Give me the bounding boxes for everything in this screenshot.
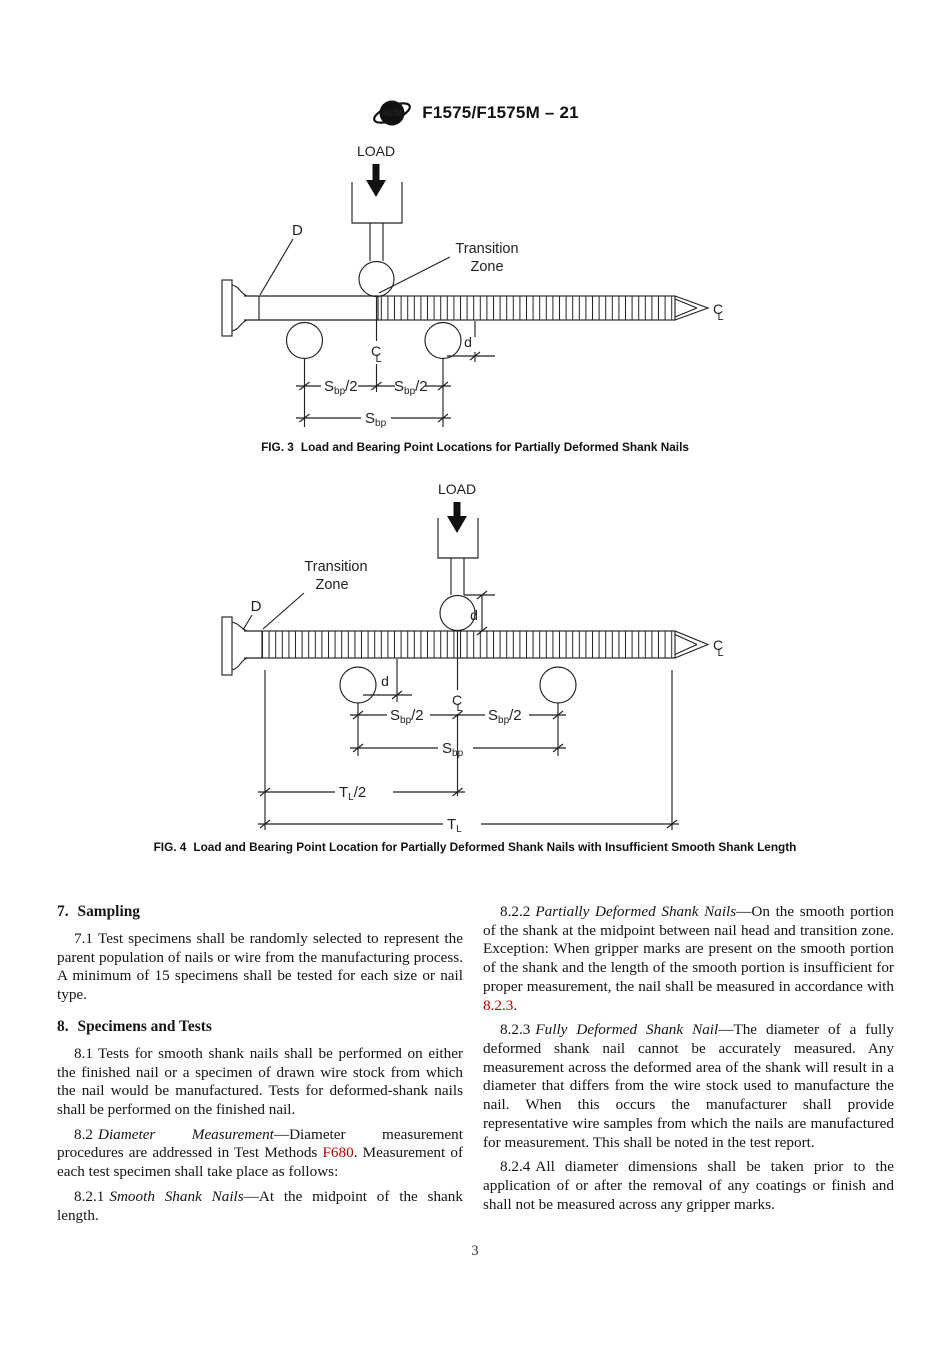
page-header: ASTM F1575/F1575M – 21: [0, 94, 950, 132]
fig4-centerline-symbol-tip: C L: [713, 637, 724, 659]
svg-text:C: C: [713, 301, 723, 317]
svg-text:L: L: [718, 311, 724, 323]
svg-text:Sbp/2: Sbp/2: [394, 378, 428, 397]
fig4-load-centerline: C L: [452, 631, 463, 796]
fig3-sbp-dimension: Sbp: [296, 410, 451, 429]
fig4-nail-deformed-shank: [261, 630, 676, 659]
astm-logo-icon: ASTM: [373, 100, 412, 126]
fig4-tl-dimension: TL: [258, 670, 679, 835]
svg-text:L: L: [457, 702, 463, 714]
fig4-load-d-dimension: d: [464, 590, 495, 636]
svg-text:Sbp: Sbp: [442, 740, 464, 759]
svg-text:Zone: Zone: [315, 577, 348, 593]
svg-text:d: d: [470, 607, 478, 623]
fig3-load-applicator: [351, 182, 403, 298]
fig3-sbp-half-dimensions: Sbp/2 Sbp/2: [296, 378, 451, 397]
fig3-d-leader-line: [259, 238, 294, 296]
fig4-load-label: LOAD: [438, 481, 476, 497]
fig3-nail-point: [674, 295, 710, 321]
standard-designation: F1575/F1575M – 21: [422, 103, 579, 122]
page-number: 3: [471, 1243, 479, 1259]
fig3-load-centerline: C L: [371, 297, 382, 392]
section-8-heading: 8.Specimens and Tests: [57, 1017, 212, 1035]
figure-3: LOAD C L D: [180, 140, 780, 440]
fig3-nail-head: [221, 279, 233, 337]
svg-text:TL/2: TL/2: [339, 784, 366, 803]
fig3-bearing-points: [285, 321, 462, 427]
fig4-nail: [221, 616, 710, 676]
svg-text:Sbp: Sbp: [365, 410, 387, 429]
fig3-nail-smooth-shank: [244, 295, 378, 321]
svg-text:L: L: [718, 647, 724, 659]
svg-text:Sbp/2: Sbp/2: [390, 707, 424, 726]
fig4-d-label: D: [251, 598, 262, 615]
svg-text:Transition: Transition: [455, 241, 518, 257]
fig3-nail: [221, 279, 710, 337]
svg-text:Zone: Zone: [470, 259, 503, 275]
svg-text:C: C: [713, 637, 723, 653]
fig4-nail-smooth-shank: [244, 630, 262, 659]
svg-text:TL: TL: [447, 816, 462, 835]
fig3-nail-deformed-shank: [377, 295, 676, 321]
svg-text:Sbp/2: Sbp/2: [324, 378, 358, 397]
figure-4: LOAD C L D: [180, 478, 780, 838]
fig4-transition-zone-label: Transition Zone: [304, 559, 367, 593]
svg-text:d: d: [464, 334, 472, 350]
svg-text:C: C: [371, 343, 381, 359]
fig4-transition-leader-line: [262, 592, 305, 630]
svg-text:L: L: [376, 353, 382, 365]
fig3-d-label: D: [292, 222, 303, 239]
section-7-heading: 7.Sampling: [57, 903, 140, 920]
svg-text:Transition: Transition: [304, 559, 367, 575]
fig3-d-dimension: d: [447, 321, 495, 362]
fig3-centerline-symbol-tip: C L: [713, 301, 724, 323]
svg-text:C: C: [452, 692, 462, 708]
fig4-sbp-dimension: Sbp: [350, 740, 566, 759]
svg-text:Sbp/2: Sbp/2: [488, 707, 522, 726]
fig4-bearing-points: [339, 666, 577, 756]
fig4-bearing-d-dimension: d: [363, 659, 412, 702]
fig3-transition-leader-line: [378, 256, 451, 294]
fig3-transition-zone-label: Transition Zone: [455, 241, 518, 275]
fig4-nail-point: [674, 630, 710, 659]
fig3-load-label: LOAD: [357, 143, 395, 159]
fig3-load-arrow-icon: [366, 164, 386, 197]
svg-text:d: d: [381, 673, 389, 689]
fig4-nail-head: [221, 616, 233, 676]
fig4-tl-half-dimension: TL/2: [258, 670, 465, 830]
reference-link-8-2-3[interactable]: 8.2.3: [483, 996, 514, 1014]
astm-logo-text: ASTM: [383, 109, 403, 118]
fig4-d-leader-line: [242, 614, 253, 631]
reference-link-f680[interactable]: F680: [322, 1144, 354, 1162]
fig4-sbp-half-dimensions: Sbp/2 Sbp/2: [350, 707, 566, 726]
fig4-load-arrow-icon: [447, 502, 467, 533]
